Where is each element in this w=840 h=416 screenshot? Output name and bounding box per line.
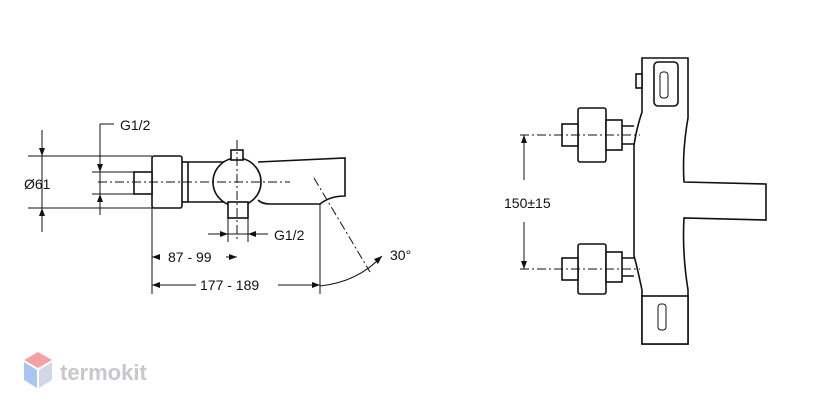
cube-left: [24, 362, 37, 388]
brand-logo: termokit: [24, 352, 147, 388]
front-view: 150±15: [504, 57, 767, 345]
cube-right: [39, 362, 52, 388]
cube-top: [24, 352, 52, 368]
cube-icon: [24, 352, 52, 388]
diameter-label: Ø61: [24, 176, 51, 192]
inlet-thread-label: G1/2: [120, 117, 151, 133]
dimension-inner-label: 87 - 99: [168, 249, 212, 265]
spout-angle-label: 30°: [390, 247, 411, 263]
spacing-label: 150±15: [504, 195, 551, 211]
side-view: Ø61 G1/2 G1/2 87 - 99 177 - 189 30°: [24, 117, 411, 294]
dimension-total-label: 177 - 189: [200, 277, 259, 293]
brand-name: termokit: [60, 360, 147, 385]
outlet-thread-label: G1/2: [274, 227, 305, 243]
